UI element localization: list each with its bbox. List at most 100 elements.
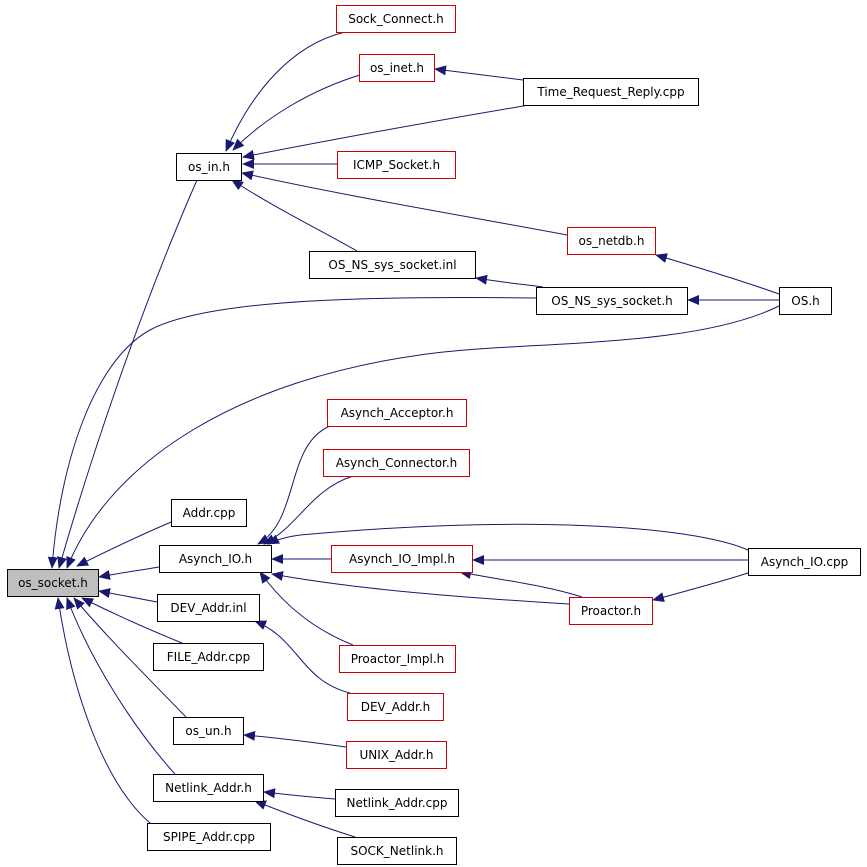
- node-label-Time_Request_Reply_cpp: Time_Request_Reply.cpp: [536, 85, 684, 99]
- node-label-os_un_h: os_un.h: [185, 724, 231, 738]
- node-label-Asynch_Acceptor_h: Asynch_Acceptor.h: [341, 406, 454, 420]
- edge-DEV_Addr_inl-to-os_socket_h: [98, 588, 158, 603]
- node-box-DEV_Addr_h[interactable]: [347, 693, 444, 721]
- node-box-OS_NS_sys_socket_inl[interactable]: [309, 251, 476, 279]
- node-label-DEV_Addr_h: DEV_Addr.h: [361, 700, 431, 714]
- node-os_in_h[interactable]: os_in.h: [176, 153, 242, 181]
- node-label-OS_NS_sys_socket_h: OS_NS_sys_socket.h: [551, 294, 672, 308]
- node-label-UNIX_Addr_h: UNIX_Addr.h: [359, 748, 433, 762]
- node-Asynch_Connector_h[interactable]: Asynch_Connector.h: [323, 449, 470, 477]
- node-label-Addr_cpp: Addr.cpp: [183, 506, 236, 520]
- edge-Time_Request_Reply_cpp-to-os_inet_h: [434, 65, 524, 81]
- node-FILE_Addr_cpp[interactable]: FILE_Addr.cpp: [153, 643, 264, 671]
- node-box-OS_NS_sys_socket_h[interactable]: [536, 287, 688, 315]
- edge-OS_h-to-os_socket_h: [66, 305, 780, 569]
- edge-os_netdb_h-to-os_in_h: [241, 170, 568, 236]
- node-label-OS_NS_sys_socket_inl: OS_NS_sys_socket.inl: [328, 258, 456, 272]
- node-UNIX_Addr_h[interactable]: UNIX_Addr.h: [346, 741, 447, 769]
- node-Time_Request_Reply_cpp[interactable]: Time_Request_Reply.cpp: [523, 78, 699, 106]
- edge-FILE_Addr_cpp-to-os_socket_h: [81, 597, 183, 644]
- node-OS_h[interactable]: OS.h: [779, 287, 832, 315]
- edge-Asynch_IO_cpp-to-Asynch_IO_h: [267, 523, 749, 551]
- node-SOCK_Netlink_h[interactable]: SOCK_Netlink.h: [337, 837, 457, 865]
- node-box-Proactor_h[interactable]: [569, 597, 653, 625]
- edge-Proactor_h-to-Asynch_IO_h: [271, 571, 570, 605]
- node-box-OS_h[interactable]: [779, 287, 832, 315]
- node-box-DEV_Addr_inl[interactable]: [157, 594, 260, 622]
- node-label-os_socket_h: os_socket.h: [18, 576, 88, 590]
- node-box-Time_Request_Reply_cpp[interactable]: [523, 78, 699, 106]
- node-label-Proactor_h: Proactor.h: [581, 604, 641, 618]
- edge-SPIPE_Addr_cpp-to-os_socket_h: [54, 597, 151, 824]
- node-Asynch_IO_cpp[interactable]: Asynch_IO.cpp: [748, 548, 861, 576]
- edge-Netlink_Addr_h-to-os_socket_h: [66, 597, 176, 775]
- edge-Addr_cpp-to-os_socket_h: [76, 519, 177, 567]
- node-box-Asynch_IO_cpp[interactable]: [748, 548, 861, 576]
- node-Proactor_h[interactable]: Proactor.h: [569, 597, 653, 625]
- node-label-OS_h: OS.h: [791, 294, 819, 308]
- node-label-os_inet_h: os_inet.h: [370, 61, 424, 75]
- edge-Asynch_IO_h-to-os_socket_h: [98, 566, 160, 580]
- node-box-Asynch_Acceptor_h[interactable]: [327, 399, 467, 427]
- node-label-FILE_Addr_cpp: FILE_Addr.cpp: [167, 650, 250, 664]
- node-os_netdb_h[interactable]: os_netdb.h: [567, 227, 656, 255]
- edge-Time_Request_Reply_cpp-to-os_in_h: [242, 103, 536, 160]
- node-box-os_in_h[interactable]: [176, 153, 242, 181]
- node-OS_NS_sys_socket_inl[interactable]: OS_NS_sys_socket.inl: [309, 251, 476, 279]
- node-Asynch_IO_Impl_h[interactable]: Asynch_IO_Impl.h: [331, 545, 473, 573]
- node-label-Asynch_IO_h: Asynch_IO.h: [179, 552, 252, 566]
- node-Addr_cpp[interactable]: Addr.cpp: [171, 499, 247, 527]
- node-label-ICMP_Socket_h: ICMP_Socket.h: [353, 158, 440, 172]
- node-os_un_h[interactable]: os_un.h: [173, 717, 244, 745]
- edge-OS_NS_sys_socket_inl-to-os_in_h: [231, 179, 358, 252]
- node-box-Asynch_IO_h[interactable]: [159, 545, 272, 573]
- node-box-ICMP_Socket_h[interactable]: [337, 151, 456, 179]
- node-box-os_inet_h[interactable]: [359, 54, 435, 82]
- node-box-os_socket_h[interactable]: [7, 569, 99, 597]
- node-box-os_un_h[interactable]: [173, 717, 244, 745]
- node-box-Asynch_IO_Impl_h[interactable]: [331, 545, 473, 573]
- node-DEV_Addr_h[interactable]: DEV_Addr.h: [347, 693, 444, 721]
- node-box-UNIX_Addr_h[interactable]: [346, 741, 447, 769]
- node-Netlink_Addr_h[interactable]: Netlink_Addr.h: [153, 774, 264, 802]
- edge-os_inet_h-to-os_in_h: [232, 73, 364, 151]
- node-label-DEV_Addr_inl: DEV_Addr.inl: [170, 601, 246, 615]
- node-label-Proactor_Impl_h: Proactor_Impl.h: [351, 652, 445, 666]
- edge-Asynch_Acceptor_h-to-Asynch_IO_h: [257, 425, 331, 545]
- edge-OS_NS_sys_socket_h-to-os_socket_h: [47, 296, 537, 569]
- edge-UNIX_Addr_h-to-os_un_h: [243, 730, 347, 748]
- node-box-Sock_Connect_h[interactable]: [336, 5, 456, 33]
- node-Netlink_Addr_cpp[interactable]: Netlink_Addr.cpp: [335, 789, 459, 817]
- node-box-SPIPE_Addr_cpp[interactable]: [147, 823, 271, 851]
- node-Proactor_Impl_h[interactable]: Proactor_Impl.h: [339, 645, 456, 673]
- node-Asynch_IO_h[interactable]: Asynch_IO.h: [159, 545, 272, 573]
- node-DEV_Addr_inl[interactable]: DEV_Addr.inl: [157, 594, 260, 622]
- node-label-Asynch_IO_cpp: Asynch_IO.cpp: [761, 555, 849, 569]
- node-box-os_netdb_h[interactable]: [567, 227, 656, 255]
- node-label-Asynch_Connector_h: Asynch_Connector.h: [336, 456, 458, 470]
- node-box-Netlink_Addr_cpp[interactable]: [335, 789, 459, 817]
- edge-OS_NS_sys_socket_h-to-OS_NS_sys_socket_inl: [475, 274, 544, 288]
- node-box-SOCK_Netlink_h[interactable]: [337, 837, 457, 865]
- node-Sock_Connect_h[interactable]: Sock_Connect.h: [336, 5, 456, 33]
- edge-os_un_h-to-os_socket_h: [73, 597, 187, 718]
- edge-DEV_Addr_h-to-DEV_Addr_inl: [254, 620, 351, 694]
- node-OS_NS_sys_socket_h[interactable]: OS_NS_sys_socket.h: [536, 287, 688, 315]
- edge-Netlink_Addr_cpp-to-Netlink_Addr_h: [263, 788, 336, 800]
- edge-Asynch_IO_cpp-to-Proactor_h: [652, 572, 749, 602]
- node-SPIPE_Addr_cpp[interactable]: SPIPE_Addr.cpp: [147, 823, 271, 851]
- node-os_inet_h[interactable]: os_inet.h: [359, 54, 435, 82]
- node-os_socket_h[interactable]: os_socket.h: [7, 569, 99, 597]
- node-box-Netlink_Addr_h[interactable]: [153, 774, 264, 802]
- node-box-Asynch_Connector_h[interactable]: [323, 449, 470, 477]
- node-Asynch_Acceptor_h[interactable]: Asynch_Acceptor.h: [327, 399, 467, 427]
- node-box-Addr_cpp[interactable]: [171, 499, 247, 527]
- node-label-Asynch_IO_Impl_h: Asynch_IO_Impl.h: [349, 552, 455, 566]
- node-box-FILE_Addr_cpp[interactable]: [153, 643, 264, 671]
- node-ICMP_Socket_h[interactable]: ICMP_Socket.h: [337, 151, 456, 179]
- node-label-Netlink_Addr_cpp: Netlink_Addr.cpp: [347, 796, 448, 810]
- node-label-os_in_h: os_in.h: [188, 160, 230, 174]
- node-box-Proactor_Impl_h[interactable]: [339, 645, 456, 673]
- node-label-SPIPE_Addr_cpp: SPIPE_Addr.cpp: [163, 830, 255, 844]
